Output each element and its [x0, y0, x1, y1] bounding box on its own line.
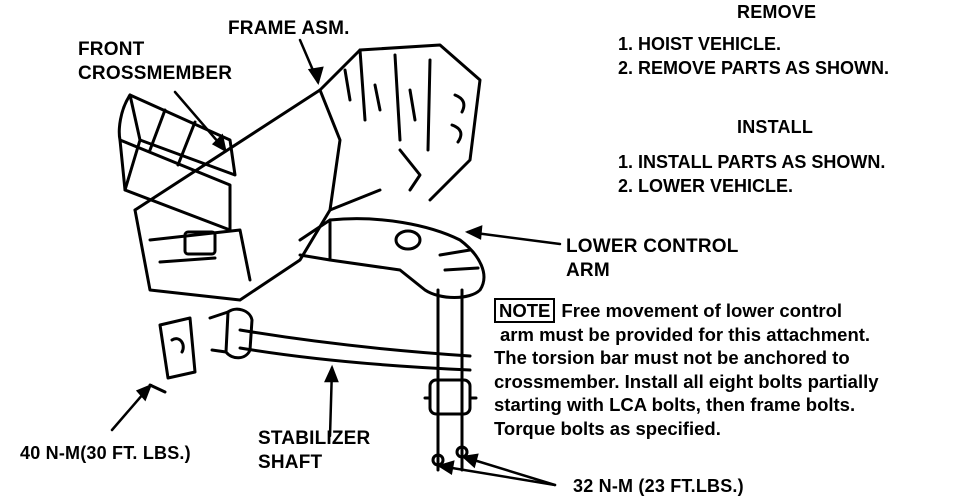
front-crossmember-drawing [117, 93, 237, 232]
remove-heading: REMOVE [737, 2, 817, 22]
remove-steps: 1. HOIST VEHICLE. 2. REMOVE PARTS AS SHO… [618, 32, 889, 80]
lower-control-arm-label-line1: LOWER CONTROL [566, 236, 739, 257]
note-line: arm must be provided for this attachment… [500, 323, 871, 345]
stabilizer-link-drawing [423, 288, 478, 472]
front-crossmember-label-line2: CROSSMEMBER [78, 63, 233, 84]
install-heading: INSTALL [737, 117, 814, 137]
install-steps: 1. INSTALL PARTS AS SHOWN. 2. LOWER VEHI… [618, 150, 885, 198]
note-line: crossmember. Install all eight bolts par… [494, 370, 879, 392]
lower-control-arm-drawing [298, 217, 486, 299]
torque-spec-right: 32 N-M (23 FT.LBS.) [573, 476, 744, 496]
note-line: Free movement of lower control [561, 300, 843, 321]
front-crossmember-label-line1: FRONT [78, 39, 145, 60]
stabilizer-shaft-drawing [208, 307, 472, 372]
note-line: The torsion bar must not be anchored to [494, 347, 850, 368]
frame-assembly-drawing [133, 43, 482, 302]
stabilizer-shaft-label-line2: SHAFT [258, 452, 323, 473]
note-line: Torque bolts as specified. [494, 417, 721, 439]
bracket-drawing [148, 316, 197, 394]
torque-spec-left: 40 N-M(30 FT. LBS.) [20, 443, 191, 463]
remove-step: 1. HOIST VEHICLE. [618, 34, 782, 54]
lower-control-arm-label-line2: ARM [566, 260, 610, 281]
note-tag: NOTE [494, 298, 556, 323]
frame-asm-label: FRAME ASM. [228, 18, 350, 39]
install-step: 2. LOWER VEHICLE. [618, 176, 794, 196]
stabilizer-shaft-label-line1: STABILIZER [258, 428, 371, 449]
note-line: starting with LCA bolts, then frame bolt… [494, 394, 856, 415]
install-step: 1. INSTALL PARTS AS SHOWN. [618, 152, 886, 172]
remove-step: 2. REMOVE PARTS AS SHOWN. [618, 58, 890, 78]
